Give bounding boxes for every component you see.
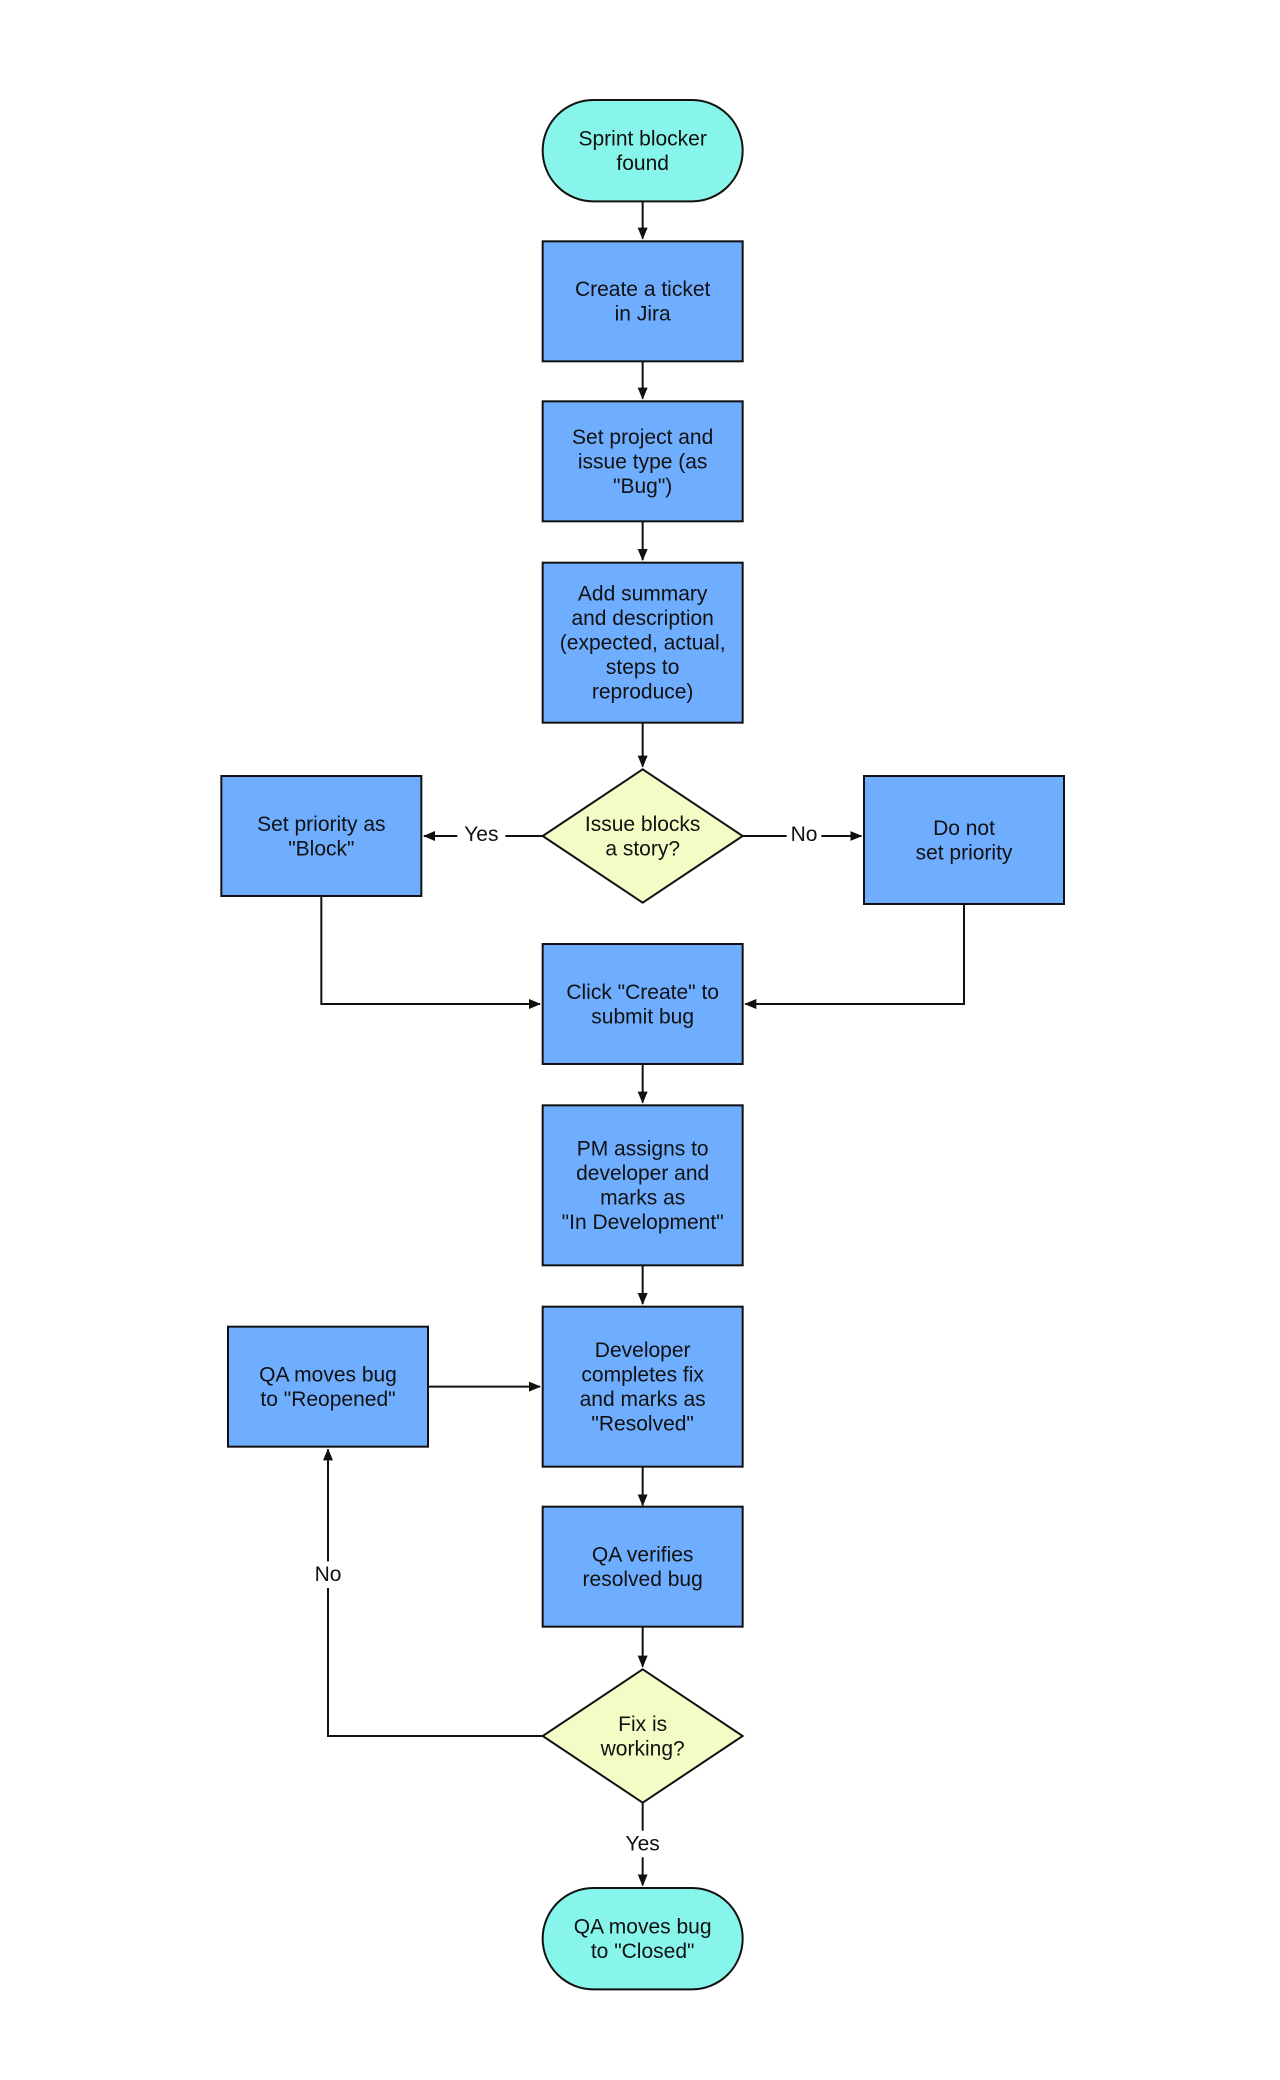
process-shape bbox=[541, 1505, 744, 1628]
node-label-line: QA moves bug bbox=[259, 1363, 397, 1386]
terminal-shape bbox=[541, 1887, 744, 1991]
edge-fix-no bbox=[323, 1448, 543, 1737]
node-label-line: issue type (as bbox=[578, 450, 708, 473]
node-label-line: (expected, actual, bbox=[560, 632, 726, 655]
node-label-line: QA moves bug bbox=[574, 1915, 712, 1938]
node-label-line: QA verifies bbox=[592, 1543, 694, 1566]
label-no-fix: No bbox=[315, 1563, 342, 1586]
node-label-line: Click "Create" to bbox=[566, 981, 719, 1004]
process-shape bbox=[541, 1305, 744, 1468]
node-label-line: Developer bbox=[595, 1339, 691, 1362]
process-shape bbox=[541, 943, 744, 1065]
node-label-line: Issue blocks bbox=[585, 813, 701, 836]
node-label-line: Set project and bbox=[572, 426, 713, 449]
edge-setpriority-create bbox=[320, 896, 541, 1009]
node-label-line: submit bug bbox=[591, 1005, 694, 1028]
terminal-shape bbox=[541, 99, 744, 203]
process-shape bbox=[541, 561, 744, 724]
process-shape bbox=[220, 775, 423, 897]
node-label-line: "Bug") bbox=[613, 475, 672, 498]
node-label-line: completes fix bbox=[581, 1363, 704, 1386]
node-label-line: to "Closed" bbox=[591, 1940, 695, 1963]
node-label-line: "In Development" bbox=[562, 1211, 724, 1234]
decision-shape bbox=[540, 1668, 745, 1804]
process-shape bbox=[541, 240, 744, 363]
node-label-line: in Jira bbox=[615, 303, 671, 326]
edge-nopriority-create bbox=[744, 904, 965, 1009]
node-label-line: set priority bbox=[916, 841, 1013, 864]
decision-shape bbox=[540, 768, 745, 904]
node-label-line: and description bbox=[571, 607, 713, 630]
node-label-line: "Resolved" bbox=[591, 1412, 693, 1435]
node-label-line: PM assigns to bbox=[577, 1138, 709, 1161]
node-label-line: resolved bug bbox=[583, 1568, 703, 1591]
node-label-line: working? bbox=[600, 1737, 685, 1760]
node-label-line: Sprint blocker bbox=[578, 127, 706, 150]
label-no-blocks-bg bbox=[786, 821, 822, 848]
label-yes-fix-bg bbox=[618, 1830, 667, 1858]
node-label-line: a story? bbox=[605, 837, 680, 860]
node-label-line: developer and bbox=[576, 1162, 709, 1185]
node-label-line: Do not bbox=[933, 817, 995, 840]
label-no-blocks: No bbox=[791, 823, 818, 846]
process-shape bbox=[863, 775, 1065, 905]
node-label-line: "Block" bbox=[288, 837, 354, 860]
label-yes-blocks-bg bbox=[457, 821, 506, 848]
label-yes-fix: Yes bbox=[626, 1833, 660, 1856]
node-label-line: found bbox=[616, 152, 669, 175]
label-no-fix-bg bbox=[310, 1561, 346, 1588]
process-shape bbox=[541, 400, 744, 523]
node-label-line: Fix is bbox=[618, 1713, 667, 1736]
node-set-priority: Set priority as"Block" bbox=[220, 775, 423, 897]
process-shape bbox=[541, 1104, 744, 1267]
process-shape bbox=[227, 1325, 429, 1448]
node-label-line: to "Reopened" bbox=[260, 1388, 395, 1411]
node-label-line: and marks as bbox=[580, 1388, 706, 1411]
node-label-line: Set priority as bbox=[257, 813, 385, 836]
node-label-line: marks as bbox=[600, 1187, 685, 1210]
node-label-line: reproduce) bbox=[592, 681, 694, 704]
label-yes-blocks: Yes bbox=[464, 823, 498, 846]
node-label-line: Create a ticket bbox=[575, 278, 711, 301]
node-label-line: Add summary bbox=[578, 583, 708, 606]
node-label-line: steps to bbox=[606, 656, 680, 679]
